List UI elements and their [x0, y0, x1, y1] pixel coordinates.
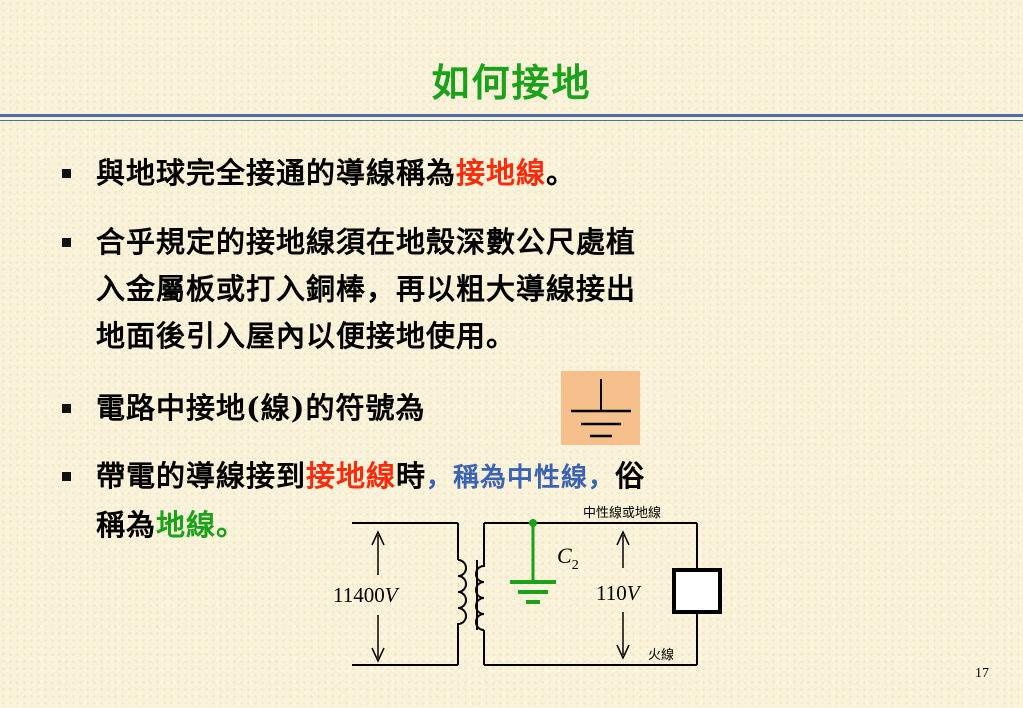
bullet-marker: [62, 238, 71, 247]
bullet-marker: [62, 404, 71, 413]
bullet-marker: [62, 472, 71, 481]
slide-number: 17: [975, 666, 989, 681]
ground-symbol-icon: [571, 379, 631, 438]
secondary-voltage-label: 110V: [596, 581, 642, 605]
capacitor-label: C2: [557, 543, 579, 573]
primary-voltage-label: 11400V: [333, 583, 400, 607]
load-box: [672, 568, 722, 614]
ground-symbol-box: [561, 371, 640, 445]
transformer-circuit-diagram: 中性線或地線 火線 11400V 110V C2: [333, 505, 722, 666]
bullet-text: 電路中接地(線)的符號為: [96, 391, 426, 425]
bullet-text: 與地球完全接通的導線稱為接地線。: [96, 156, 577, 190]
title-divider-thick: [0, 114, 1023, 117]
bullet-marker: [62, 169, 71, 178]
secondary-coil: [475, 560, 485, 631]
slide-title: 如何接地: [431, 60, 592, 105]
bullet-text: 帶電的導線接到接地線時，稱為中性線，俗 稱為地線。: [96, 459, 646, 542]
neutral-wire-label: 中性線或地線: [583, 505, 661, 520]
primary-coil: [457, 559, 467, 630]
hot-wire-label: 火線: [648, 647, 674, 662]
title-divider-thin: [0, 120, 1023, 121]
bullet-text: 合乎規定的接地線須在地殼深數公尺處植 入金屬板或打入銅棒，再以粗大導線接出 地面…: [96, 225, 637, 353]
